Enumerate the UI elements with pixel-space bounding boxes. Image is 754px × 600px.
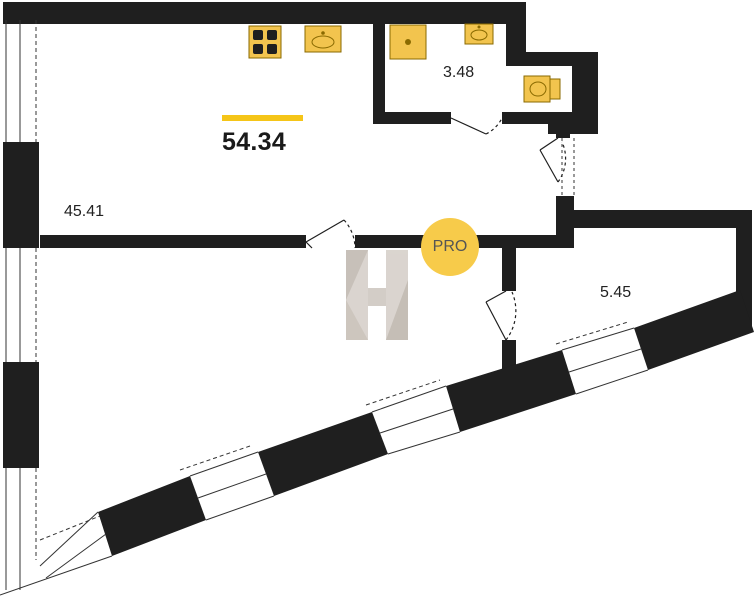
left-wall-top bbox=[3, 2, 29, 20]
room-area-balcony: 5.45 bbox=[600, 284, 632, 301]
balcony-door bbox=[485, 290, 517, 341]
partition-door bbox=[305, 219, 356, 249]
top-wall bbox=[3, 2, 525, 24]
kitchen-sink-icon bbox=[304, 25, 342, 53]
wc-bottom-wall bbox=[548, 112, 598, 134]
diag-wall-3 bbox=[446, 350, 576, 432]
washbasin-icon bbox=[464, 23, 494, 45]
total-area-label: 54.34 bbox=[222, 128, 287, 156]
diag-wall-1 bbox=[98, 476, 206, 556]
bathroom-step-wall bbox=[506, 2, 526, 62]
balcony-top-wall bbox=[570, 210, 752, 228]
total-area-accent-bar bbox=[222, 115, 303, 121]
shower-icon bbox=[389, 24, 427, 60]
left-wall-mid bbox=[3, 142, 39, 248]
room-area-bathroom: 3.48 bbox=[443, 64, 475, 81]
stove-icon bbox=[248, 25, 282, 59]
pro-badge: PRO bbox=[421, 218, 479, 276]
toilet-icon bbox=[523, 75, 561, 103]
watermark-logo bbox=[346, 250, 408, 340]
bathroom-door bbox=[450, 117, 503, 135]
diag-wall-2 bbox=[258, 412, 388, 496]
right-wall-upper bbox=[556, 124, 570, 138]
left-wall-low bbox=[3, 362, 39, 468]
doors bbox=[305, 117, 567, 341]
bathroom-bottom-wall-b bbox=[502, 112, 556, 124]
balcony-left-wall-top bbox=[502, 245, 516, 291]
pro-badge-label: PRO bbox=[432, 238, 468, 255]
windows bbox=[0, 20, 649, 596]
room-area-living: 45.41 bbox=[64, 203, 105, 220]
bathroom-bottom-wall-a bbox=[373, 112, 451, 124]
walls bbox=[3, 2, 754, 556]
bathroom-left-wall bbox=[373, 12, 385, 124]
partition-wall-left bbox=[40, 235, 306, 248]
diag-wall-4 bbox=[634, 290, 754, 370]
corridor-door bbox=[539, 137, 567, 183]
